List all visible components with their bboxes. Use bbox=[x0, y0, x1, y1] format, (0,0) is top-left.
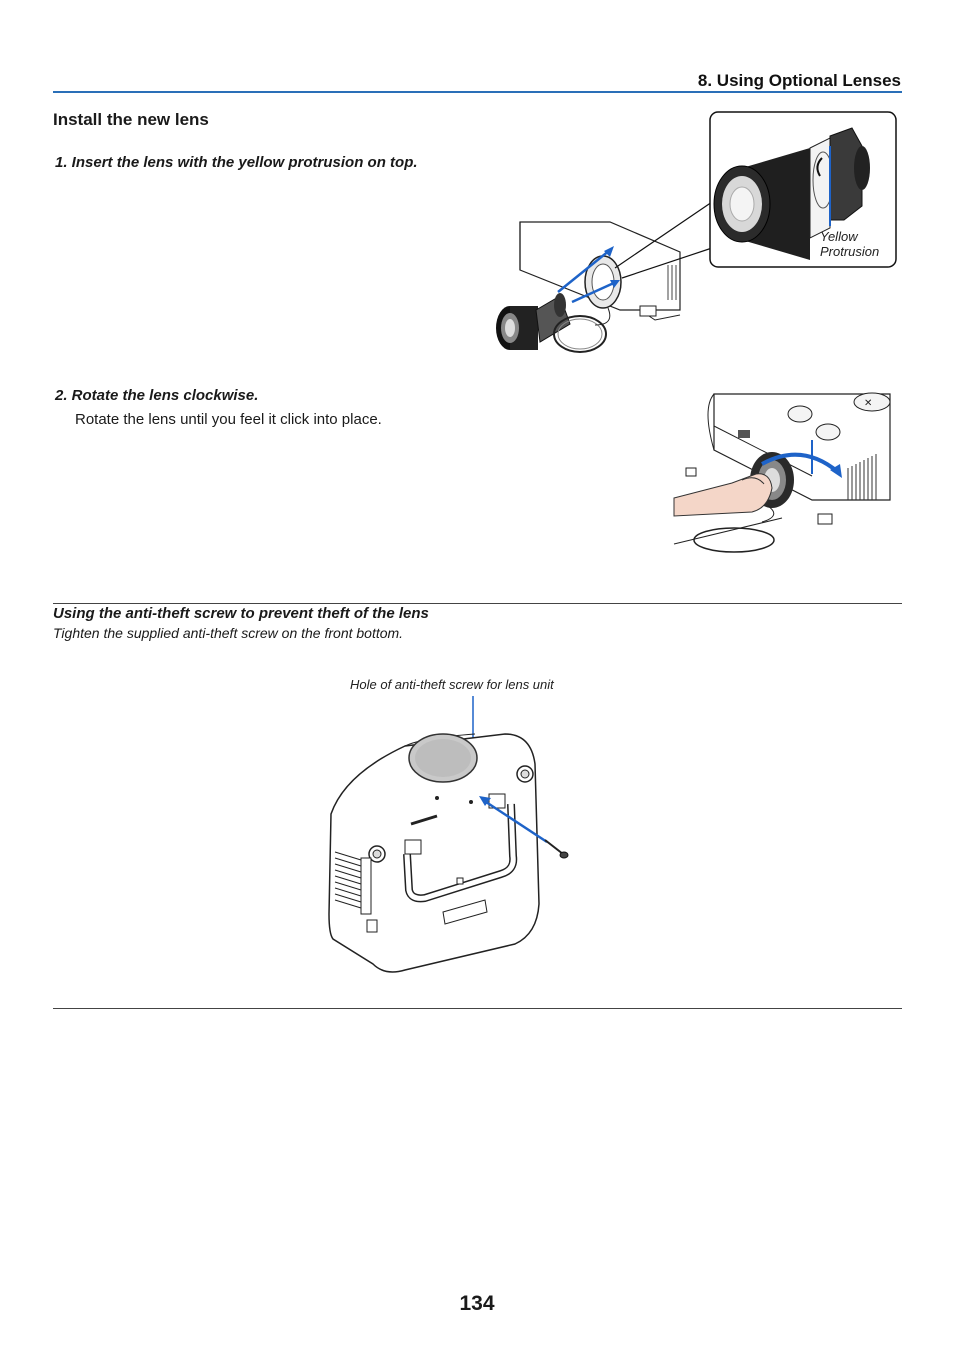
svg-text:✕: ✕ bbox=[864, 398, 872, 409]
step-2-body: Rotate the lens until you feel it click … bbox=[75, 411, 382, 428]
lens-rotate-figure: ✕ bbox=[673, 392, 891, 553]
section-heading: Install the new lens bbox=[53, 110, 209, 129]
antitheft-screw-figure bbox=[328, 696, 569, 973]
step-1-title: 1. Insert the lens with the yellow protr… bbox=[55, 154, 418, 171]
chapter-title: 8. Using Optional Lenses bbox=[697, 71, 901, 90]
step-2-title: 2. Rotate the lens clockwise. bbox=[55, 387, 259, 404]
note-title: Using the anti-theft screw to prevent th… bbox=[53, 605, 429, 622]
antitheft-hole-label: Hole of anti-theft screw for lens unit bbox=[350, 677, 554, 692]
note-top-rule bbox=[53, 603, 902, 604]
note-bottom-rule bbox=[53, 1008, 902, 1009]
page-number: 134 bbox=[459, 1292, 495, 1315]
yellow-protrusion-label-2: Protrusion bbox=[820, 244, 880, 259]
yellow-protrusion-label-1: Yellow bbox=[820, 229, 858, 244]
note-body: Tighten the supplied anti-theft screw on… bbox=[53, 625, 404, 641]
lens-insert-figure bbox=[496, 111, 897, 353]
header-rule bbox=[53, 91, 902, 93]
